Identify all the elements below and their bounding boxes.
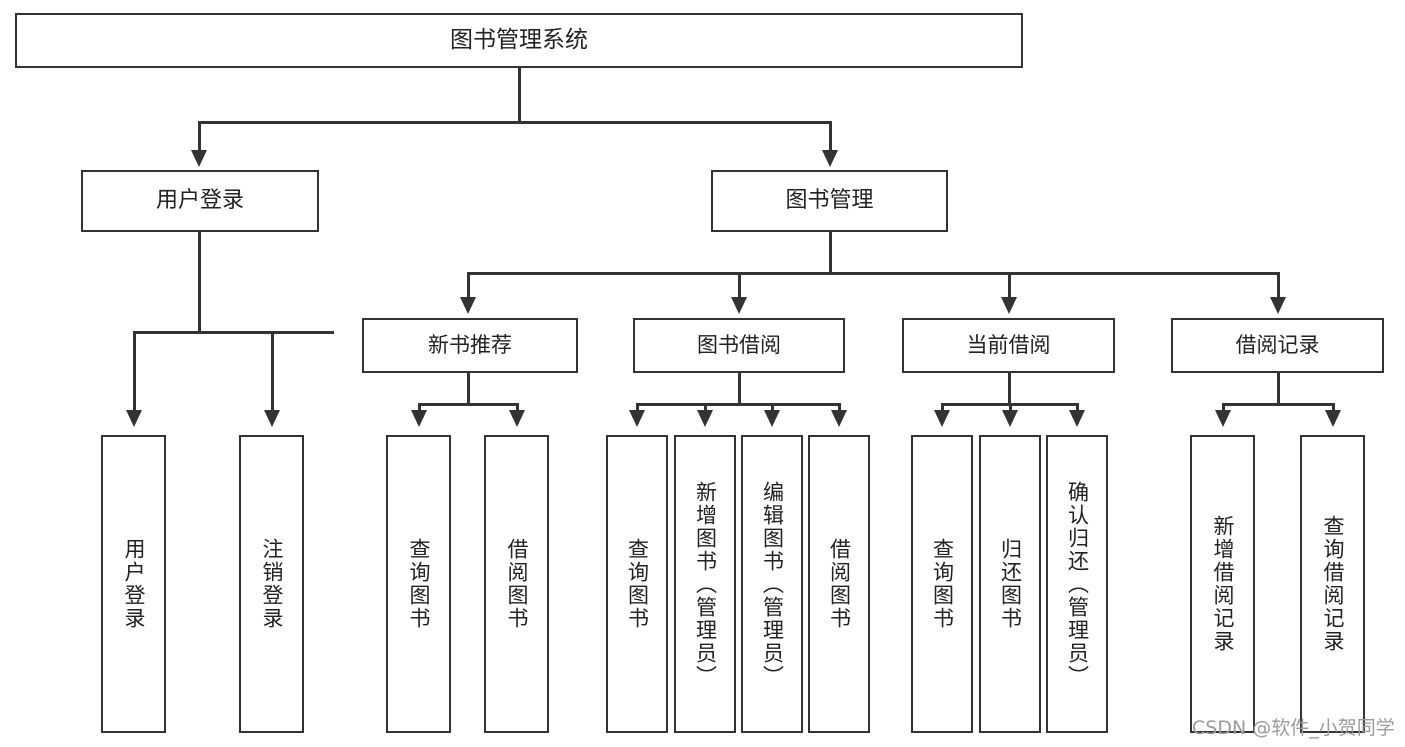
arrowhead-leaf-borrow-book-b <box>831 410 847 427</box>
connector-current-borrow-to-leaf-2 <box>1009 403 1012 412</box>
arrowhead-current-borrow <box>1001 297 1017 314</box>
connector-root-to-book-manage <box>829 121 832 154</box>
leaf-label: 用户登录 <box>122 538 146 630</box>
arrowhead-user-login <box>191 150 207 167</box>
connector-current-borrow-stem <box>1008 373 1011 405</box>
csdn-watermark: CSDN @软件_小贺同学 <box>1192 717 1395 739</box>
leaf-add-borrow-record[interactable]: 新增借阅记录 <box>1190 435 1255 733</box>
arrowhead-leaf-user-login <box>126 410 142 427</box>
leaf-edit-book-admin[interactable]: 编辑图书（管理员） <box>741 435 803 733</box>
leaf-query-book-borrow[interactable]: 查询图书 <box>606 435 668 733</box>
leaf-query-borrow-record[interactable]: 查询借阅记录 <box>1300 435 1365 733</box>
leaf-label: 编辑图书（管理员） <box>760 480 785 688</box>
connector-new-book-stem <box>467 373 470 405</box>
node-book-manage[interactable]: 图书管理 <box>711 170 948 232</box>
node-root-system[interactable]: 图书管理系统 <box>15 13 1023 68</box>
leaf-label: 新增图书（管理员） <box>693 480 718 688</box>
leaf-borrow-book-borrow[interactable]: 借阅图书 <box>808 435 870 733</box>
leaf-add-book-admin[interactable]: 新增图书（管理员） <box>674 435 736 733</box>
node-label: 用户登录 <box>155 188 244 214</box>
node-label: 借阅记录 <box>1235 333 1320 358</box>
connector-root-stem <box>518 68 521 123</box>
connector-current-borrow-to-leaf-1 <box>941 403 944 412</box>
connector-borrow-record-to-leaf-2 <box>1332 403 1335 412</box>
connector-book-manage-to-current-borrow <box>1008 272 1011 299</box>
leaf-label: 新增借阅记录 <box>1211 515 1235 653</box>
connector-book-borrow-bus <box>636 403 840 406</box>
node-label: 当前借阅 <box>966 333 1051 358</box>
connector-borrow-record-bus <box>1222 403 1334 406</box>
arrowhead-leaf-query-book-b <box>629 410 645 427</box>
arrowhead-book-manage <box>822 150 838 167</box>
node-label: 图书管理系统 <box>450 26 588 53</box>
arrowhead-new-book-recommend <box>460 297 476 314</box>
connector-user-login-to-leaf-1 <box>133 331 136 412</box>
connector-book-manage-stem <box>829 232 832 274</box>
node-label: 新书推荐 <box>428 333 512 358</box>
arrowhead-borrow-record <box>1270 297 1286 314</box>
node-book-borrow[interactable]: 图书借阅 <box>633 318 845 373</box>
connector-book-borrow-to-leaf-2 <box>704 403 707 412</box>
leaf-label: 查询图书 <box>407 538 431 630</box>
arrowhead-leaf-add-record <box>1215 410 1231 427</box>
connector-user-login-bus <box>133 331 334 334</box>
connector-borrow-record-stem <box>1277 373 1280 405</box>
leaf-user-login[interactable]: 用户登录 <box>101 435 166 733</box>
connector-book-manage-to-book-borrow <box>738 272 741 299</box>
leaf-logout[interactable]: 注销登录 <box>239 435 304 733</box>
connector-borrow-record-to-leaf-1 <box>1222 403 1225 412</box>
connector-new-book-bus <box>418 403 518 406</box>
connector-book-borrow-to-leaf-3 <box>771 403 774 412</box>
leaf-query-book-recommend[interactable]: 查询图书 <box>386 435 451 733</box>
node-user-login[interactable]: 用户登录 <box>81 170 319 232</box>
leaf-label: 确认归还（管理员） <box>1065 480 1090 688</box>
leaf-label: 查询图书 <box>930 538 955 630</box>
connector-book-manage-to-new-book <box>467 272 470 299</box>
connector-user-login-to-leaf-2 <box>271 331 274 412</box>
connector-book-manage-bus <box>467 272 1279 275</box>
connector-new-book-to-leaf-2 <box>516 403 519 412</box>
arrowhead-leaf-query-book-c <box>934 410 950 427</box>
leaf-label: 归还图书 <box>998 538 1023 630</box>
arrowhead-leaf-borrow-book-a <box>509 410 525 427</box>
arrowhead-leaf-edit-book <box>764 410 780 427</box>
connector-book-borrow-to-leaf-1 <box>636 403 639 412</box>
connector-user-login-stem <box>198 232 201 333</box>
arrowhead-leaf-return-book <box>1002 410 1018 427</box>
arrowhead-leaf-confirm-return <box>1069 410 1085 427</box>
leaf-return-book[interactable]: 归还图书 <box>979 435 1041 733</box>
leaf-borrow-book-recommend[interactable]: 借阅图书 <box>484 435 549 733</box>
connector-book-manage-to-borrow-record <box>1277 272 1280 299</box>
connector-book-borrow-to-leaf-4 <box>838 403 841 412</box>
node-label: 图书借阅 <box>697 333 781 358</box>
leaf-confirm-return-admin[interactable]: 确认归还（管理员） <box>1046 435 1108 733</box>
leaf-label: 查询借阅记录 <box>1321 515 1345 653</box>
connector-root-bus <box>198 121 832 124</box>
node-current-borrow[interactable]: 当前借阅 <box>902 318 1115 373</box>
leaf-label: 借阅图书 <box>505 538 529 630</box>
arrowhead-leaf-query-record <box>1325 410 1341 427</box>
node-label: 图书管理 <box>785 188 874 214</box>
node-borrow-record[interactable]: 借阅记录 <box>1171 318 1384 373</box>
arrowhead-leaf-query-book-a <box>411 410 427 427</box>
connector-book-borrow-stem <box>738 373 741 405</box>
connector-root-to-user-login <box>198 121 201 154</box>
connector-new-book-to-leaf-1 <box>418 403 421 412</box>
arrowhead-leaf-add-book <box>697 410 713 427</box>
node-new-book-recommend[interactable]: 新书推荐 <box>362 318 578 373</box>
arrowhead-book-borrow <box>731 297 747 314</box>
leaf-label: 注销登录 <box>260 538 284 630</box>
connector-current-borrow-to-leaf-3 <box>1076 403 1079 412</box>
leaf-query-book-current[interactable]: 查询图书 <box>911 435 973 733</box>
arrowhead-leaf-logout <box>264 410 280 427</box>
leaf-label: 查询图书 <box>625 538 650 630</box>
leaf-label: 借阅图书 <box>827 538 852 630</box>
